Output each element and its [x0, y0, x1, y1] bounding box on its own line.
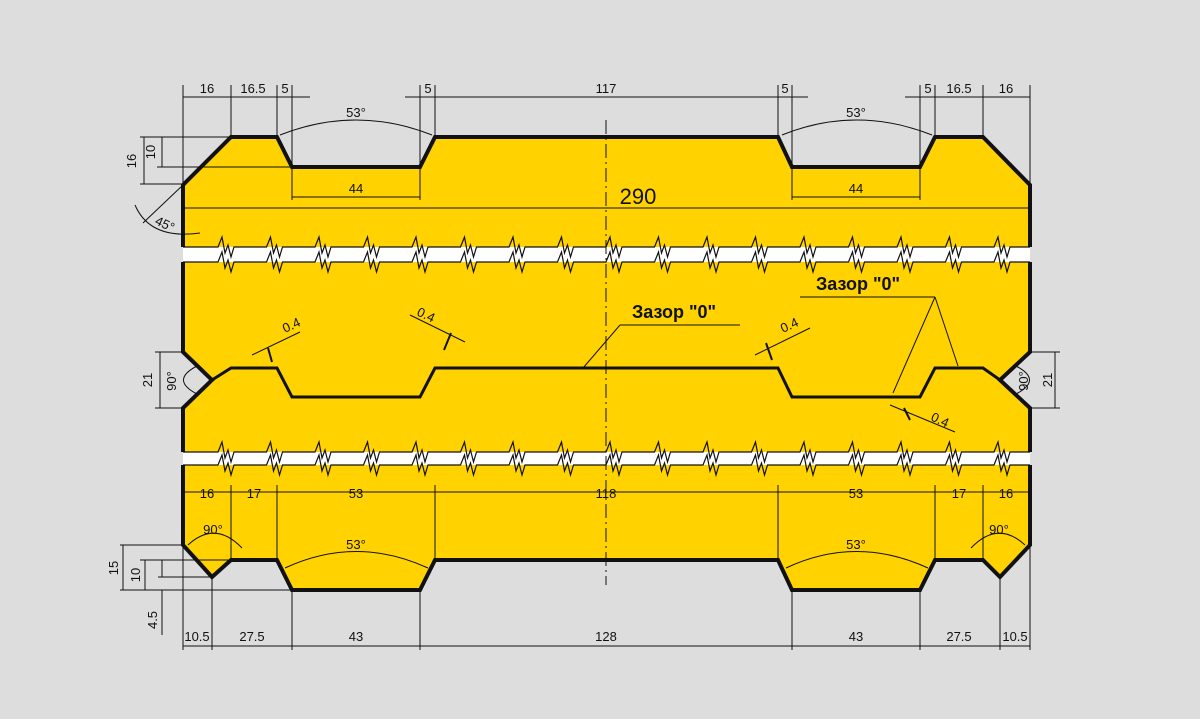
notch-angle-label: 90°: [1016, 371, 1031, 391]
dim-label: 17: [952, 486, 966, 501]
height-label: 15: [106, 561, 121, 575]
height-label: 16: [124, 154, 139, 168]
clearance-label: 0.4: [280, 314, 303, 335]
dim-label: 27.5: [239, 629, 264, 644]
gap-label: Зазор "0": [632, 302, 716, 322]
dim-label: 16: [200, 486, 214, 501]
height-label: 4.5: [145, 611, 160, 629]
dim-label: 10.5: [184, 629, 209, 644]
dim-label: 5: [781, 81, 788, 96]
bottom-labels: 16 17 53 118 53 17 16 90° 53° 53° 90° 15…: [106, 486, 1028, 644]
dim-label: 5: [424, 81, 431, 96]
dim-label: 53: [849, 486, 863, 501]
dim-label: 5: [281, 81, 288, 96]
groove-width-label: 44: [349, 181, 363, 196]
notch-angle-label: 90°: [164, 371, 179, 391]
clearance-label: 0.4: [929, 409, 952, 430]
dim-label: 16: [999, 486, 1013, 501]
height-label: 10: [128, 568, 143, 582]
clearance-label: 0.4: [778, 314, 801, 335]
dim-label: 43: [849, 629, 863, 644]
angle-label: 90°: [989, 522, 1009, 537]
top-dimension-labels: 16 16.5 5 5 117 5 5 16.5 16 53° 53° 44 4…: [124, 81, 1013, 235]
bottom-plate: [183, 465, 1030, 590]
break-band: [183, 247, 1030, 262]
dim-label: 16: [999, 81, 1013, 96]
break-zigzag-line: [183, 452, 1030, 478]
clearance-label: 0.4: [415, 304, 438, 325]
height-label: 10: [143, 145, 158, 159]
groove-width-label: 44: [849, 181, 863, 196]
top-plate-outline: [181, 135, 1032, 247]
dim-label: 10.5: [1002, 629, 1027, 644]
middle-plate: [183, 262, 1030, 452]
dim-label: 17: [247, 486, 261, 501]
break-zigzag-line: [183, 439, 1030, 465]
dim-label: 128: [595, 629, 617, 644]
angle-label: 53°: [846, 537, 866, 552]
chamfer-angle-label: 45°: [153, 213, 177, 235]
dim-label: 43: [349, 629, 363, 644]
notch-height-label: 21: [140, 373, 155, 387]
dim-label: 16.5: [240, 81, 265, 96]
dim-label: 27.5: [946, 629, 971, 644]
angle-label: 53°: [846, 105, 866, 120]
top-dimension-lines: [120, 85, 1060, 650]
angle-label: 90°: [203, 522, 223, 537]
middle-labels: Зазор "0" Зазор "0" 0.4 0.4 0.4 0.4 90° …: [140, 274, 1055, 430]
break-zigzag-line: [183, 249, 1030, 275]
dim-label: 118: [596, 486, 617, 501]
angle-label: 53°: [346, 105, 366, 120]
dim-label: 117: [596, 81, 617, 96]
dim-label: 5: [924, 81, 931, 96]
dim-label: 16.5: [946, 81, 971, 96]
angle-label: 53°: [346, 537, 366, 552]
gap-label: Зазор "0": [816, 274, 900, 294]
dim-label: 16: [200, 81, 214, 96]
break-zigzag-line: [183, 234, 1030, 260]
dim-label: 53: [349, 486, 363, 501]
notch-height-label: 21: [1040, 373, 1055, 387]
overall-width-label: 290: [620, 184, 657, 209]
